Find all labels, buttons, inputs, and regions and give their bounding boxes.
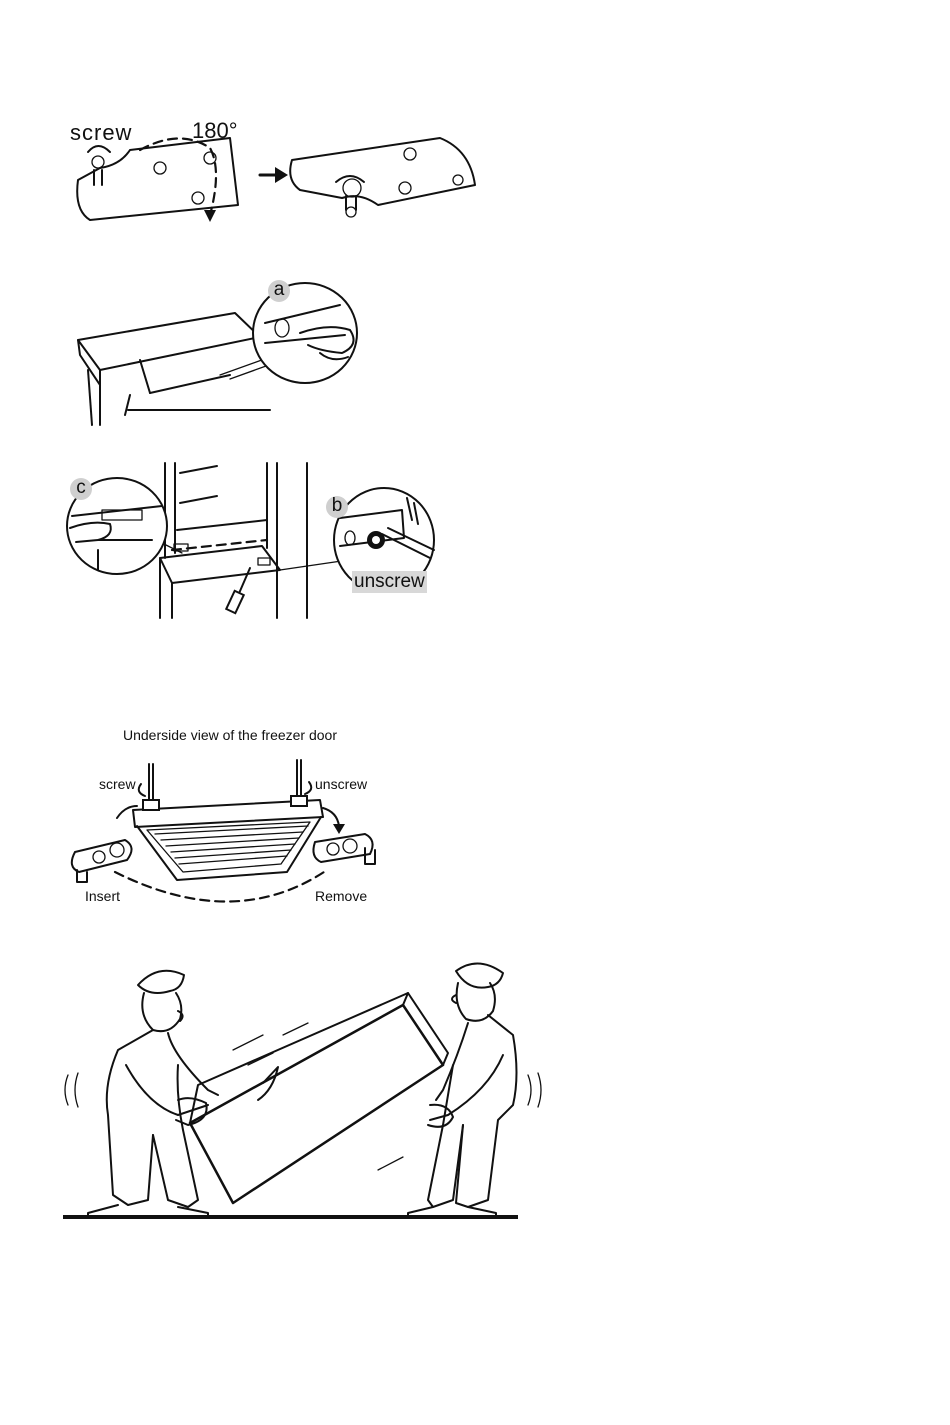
angle-label: 180° [192,118,238,144]
detail-badge-a: a [268,280,290,302]
carrying-drawing [58,955,558,1225]
underside-caption: Underside view of the freezer door [123,727,337,743]
door-hinge-drawing [62,458,442,623]
screw-label: screw [99,776,136,792]
unscrew-label: unscrew [352,571,427,593]
detail-badge-c: c [70,478,92,500]
insert-label: Insert [85,888,120,904]
door-underside-drawing [65,722,395,912]
top-cover-drawing [70,275,370,435]
detail-badge-b: b [326,496,348,518]
remove-label: Remove [315,888,367,904]
unscrew-label: unscrew [315,776,367,792]
top-cover-figure: a [70,275,370,435]
hinge-plate-rotation-figure: screw 180° [60,110,490,240]
carrying-appliance-figure [58,955,558,1225]
freezer-door-underside-figure: Underside view of the freezer door screw… [65,722,395,912]
screw-label: screw [70,120,132,146]
door-hinge-detail-figure: c b unscrew [62,458,442,623]
